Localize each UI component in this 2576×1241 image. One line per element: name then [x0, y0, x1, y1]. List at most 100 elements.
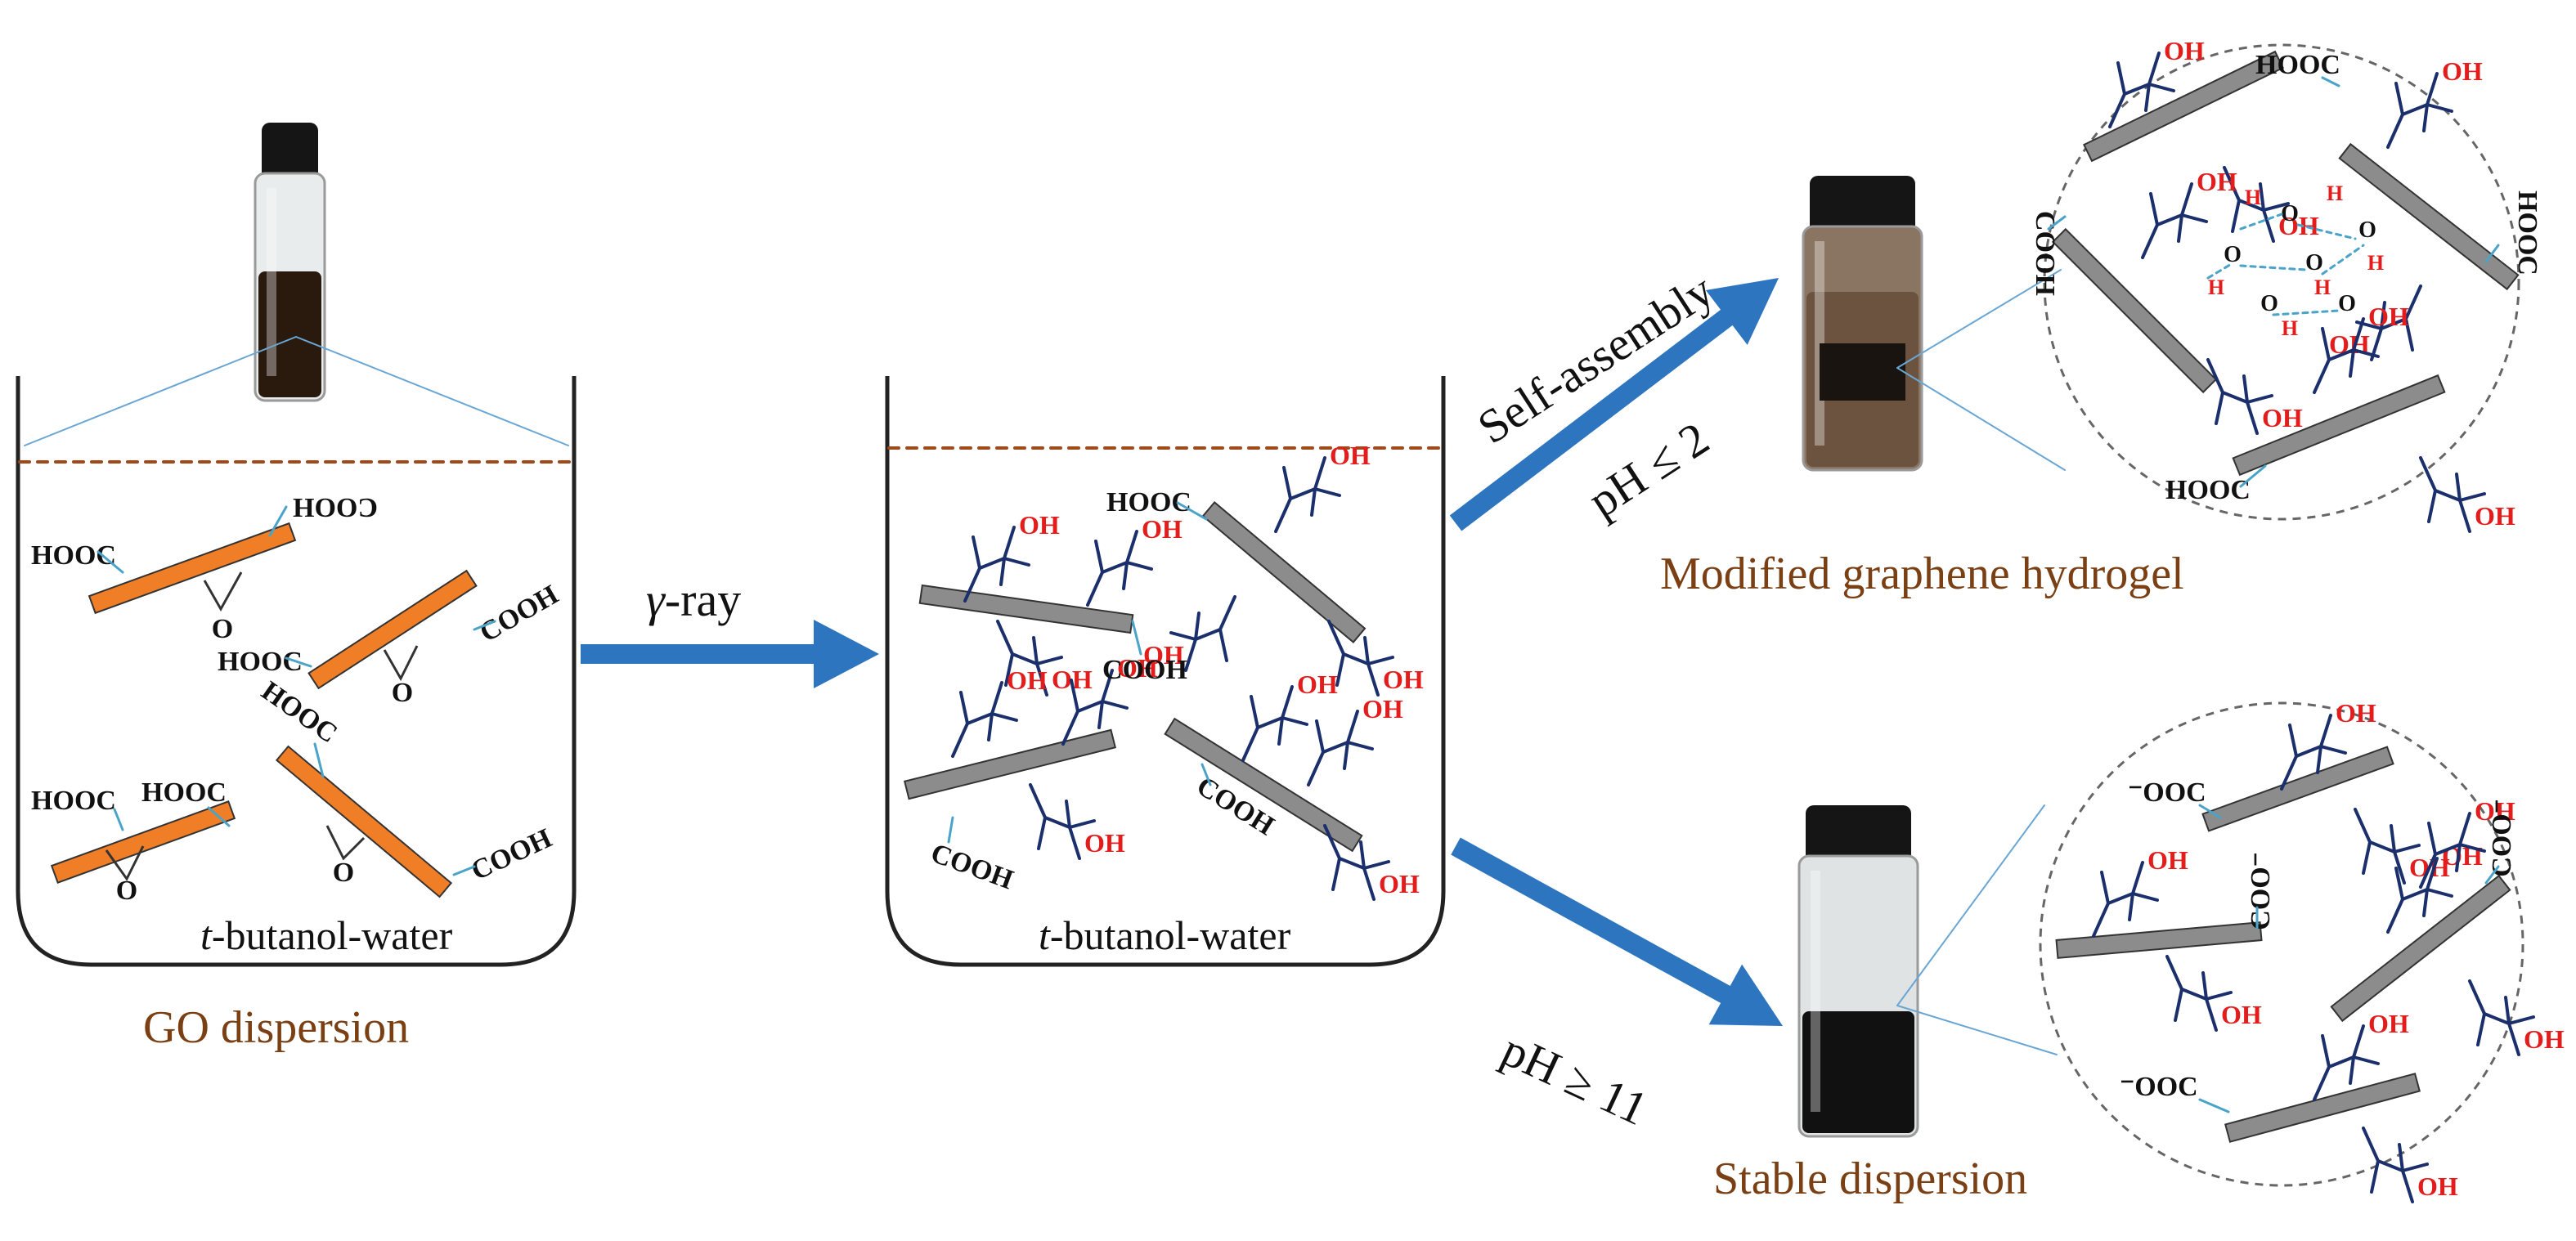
go-beaker — [16, 376, 577, 967]
chain-segment — [2422, 103, 2429, 132]
vial-cap — [1810, 176, 1915, 233]
hydrogen-bond — [2321, 244, 2365, 276]
chain-segment — [978, 526, 1016, 570]
reduced-sheet — [2330, 874, 2511, 1023]
hydroxyl-label: OH — [2417, 1172, 2458, 1201]
chain-segment — [1313, 487, 1341, 497]
chain-segment — [1101, 530, 1138, 574]
reduced-sheet — [918, 584, 1134, 634]
grafted-chain: OH — [1323, 824, 1420, 901]
arrow-shaft — [581, 644, 822, 664]
water-oxygen-label: O — [2358, 217, 2376, 243]
grafted-chain: OH — [2386, 841, 2483, 934]
carboxyl-label: HOOC — [2512, 190, 2542, 276]
bond-line — [285, 656, 312, 668]
grafted-chain: OH — [1061, 653, 1158, 746]
chain-segment — [2352, 1055, 2380, 1065]
hydrogen-bond — [2239, 264, 2308, 271]
chain-segment — [2455, 843, 2462, 872]
stable-zoom-circle — [2039, 701, 2524, 1187]
chain-segment — [1032, 636, 1039, 665]
chain-segment — [2147, 83, 2175, 92]
chain-segment — [2295, 714, 2332, 758]
gel-block — [1820, 343, 1905, 401]
water-oxygen-label: O — [2305, 250, 2323, 276]
bond-line — [313, 742, 325, 778]
grafted-chain: OH — [1307, 694, 1403, 786]
hydroxyl-label: OH — [1084, 828, 1125, 858]
grafted-chain: OH — [1029, 783, 1125, 860]
go-sheet — [88, 522, 297, 615]
chain-segment — [1322, 710, 1359, 754]
grafted-chain: OH — [963, 510, 1060, 603]
chain-segment — [2468, 979, 2487, 1046]
gamma-ray-arrow — [581, 620, 879, 688]
hydrogen-bond — [2296, 223, 2357, 240]
chain-segment — [966, 681, 1003, 725]
bond-line — [1131, 620, 1142, 656]
grafted-chain: OH — [2313, 302, 2409, 394]
epoxy-label: O — [392, 678, 413, 708]
reduced-sheet — [2201, 746, 2394, 832]
arrow-head — [1705, 277, 1779, 345]
grafted-chain: OH — [2386, 56, 2483, 149]
chain-segment — [951, 691, 970, 758]
chain-segment — [1342, 652, 1380, 697]
epoxy-bridge — [105, 845, 145, 881]
chain-segment — [2376, 1159, 2414, 1203]
vial-highlight — [267, 188, 276, 376]
bond-line — [2239, 464, 2267, 488]
hydroxyl-label: OH — [2475, 501, 2515, 531]
go-dispersion-caption: GO dispersion — [143, 1002, 410, 1053]
chain-segment — [2507, 1015, 2535, 1025]
carboxyl-label: COOH — [467, 823, 557, 886]
bond-line — [473, 620, 496, 631]
go-vial-photo — [254, 123, 326, 402]
chain-segment — [2393, 844, 2421, 853]
zoom-line — [1896, 804, 2045, 1006]
chain-segment — [2107, 861, 2144, 905]
chain-segment — [2092, 871, 2111, 938]
chain-segment — [2262, 202, 2290, 212]
grafted-chain: OH — [2468, 979, 2565, 1056]
chain-segment — [2259, 182, 2265, 212]
grafted-chain: OH — [2092, 845, 2188, 938]
chain-segment — [2242, 374, 2249, 404]
vial-highlight — [1811, 871, 1820, 1112]
chain-segment — [1310, 487, 1317, 517]
chain-segment — [1194, 612, 1200, 641]
grafted-chain: OH — [2280, 698, 2376, 791]
chain-segment — [2327, 1024, 2365, 1069]
chain-segment — [2380, 301, 2386, 330]
carboxyl-label: HOOC — [218, 647, 303, 677]
hydroxyl-label: OH — [2442, 56, 2483, 86]
hydrogen-bond-label: H — [2245, 186, 2261, 209]
bond-line — [2198, 804, 2222, 819]
hydroxyl-label: OH — [2262, 403, 2303, 432]
chain-segment — [2390, 824, 2396, 853]
reduced-sheet — [903, 728, 1117, 800]
chain-segment — [1241, 695, 1260, 762]
chain-segment — [2352, 348, 2380, 358]
chain-segment — [1086, 540, 1105, 607]
bond-line — [113, 808, 124, 831]
carboxyl-label: COOH — [475, 580, 563, 648]
chain-segment — [2206, 358, 2225, 425]
bond-line — [1200, 763, 1212, 786]
hydroxyl-label: OH — [1142, 514, 1183, 544]
chain-segment — [2180, 213, 2208, 223]
hydroxyl-label: OH — [2336, 698, 2376, 728]
zoom-line — [24, 336, 297, 446]
hydrogel-zoom-circle — [2043, 43, 2520, 521]
chain-segment — [2504, 996, 2511, 1025]
zoom-line — [295, 336, 569, 446]
chain-segment — [2246, 394, 2273, 404]
grafted-chain: OH — [2165, 955, 2262, 1032]
hydrogel-vial-photo — [1802, 176, 1923, 472]
chain-segment — [1169, 631, 1197, 641]
carboxylate-label: COO⁻ — [2487, 799, 2517, 876]
bond-line — [2047, 215, 2067, 231]
chain-segment — [1068, 819, 1096, 829]
